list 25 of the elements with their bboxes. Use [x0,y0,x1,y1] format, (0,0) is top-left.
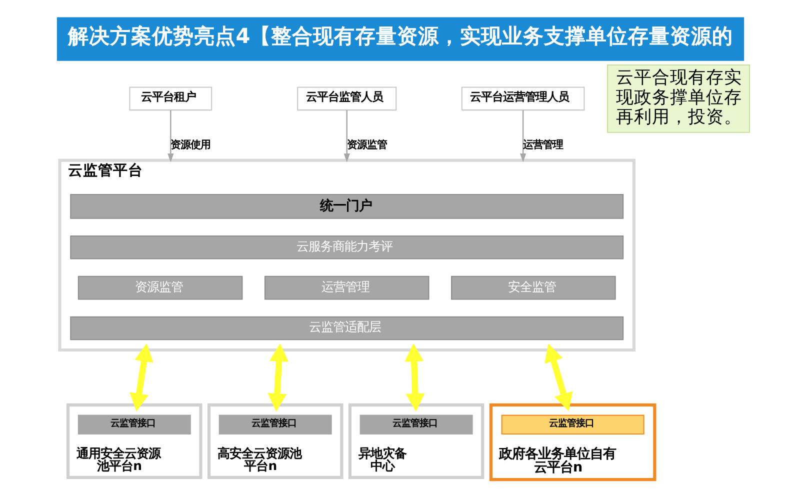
node-box: 云监管适配层 [70,316,624,340]
arrow [404,342,424,412]
node-box: 云监管接口 [77,414,190,434]
arrow [343,110,350,162]
arrow [520,110,526,162]
edge-label: 运营管理 [522,138,563,150]
node-box: 云平台监管人员 [296,86,396,110]
node-box: 云平台租户 [128,86,212,110]
node-box: 运营管理 [264,275,429,300]
arrow [544,343,572,411]
node-box: 云监管接口 [500,414,644,434]
edge-label: 资源使用 [170,138,210,150]
node-box: 统一门户 [70,194,624,218]
node-box: 云服务商能力考评 [70,234,624,259]
node-box: 云监管接口 [359,414,472,434]
node-box: 云监管接口 [218,414,332,434]
node-box: 云平合现有存实现政务撑单位存再利用，投资。 [606,64,750,132]
node-box: 安全监管 [450,275,616,300]
node-box: 资源监管 [77,275,242,300]
arrow [267,342,288,412]
arrow [129,342,153,412]
edge-label: 资源监管 [346,138,386,150]
diagram-title: 解决方案优势亮点4【整合现有存量资源，实现业务支撑单位存量资源的 [67,24,733,48]
arrow [167,110,174,162]
node-box: 云平台运营管理人员 [460,86,584,110]
